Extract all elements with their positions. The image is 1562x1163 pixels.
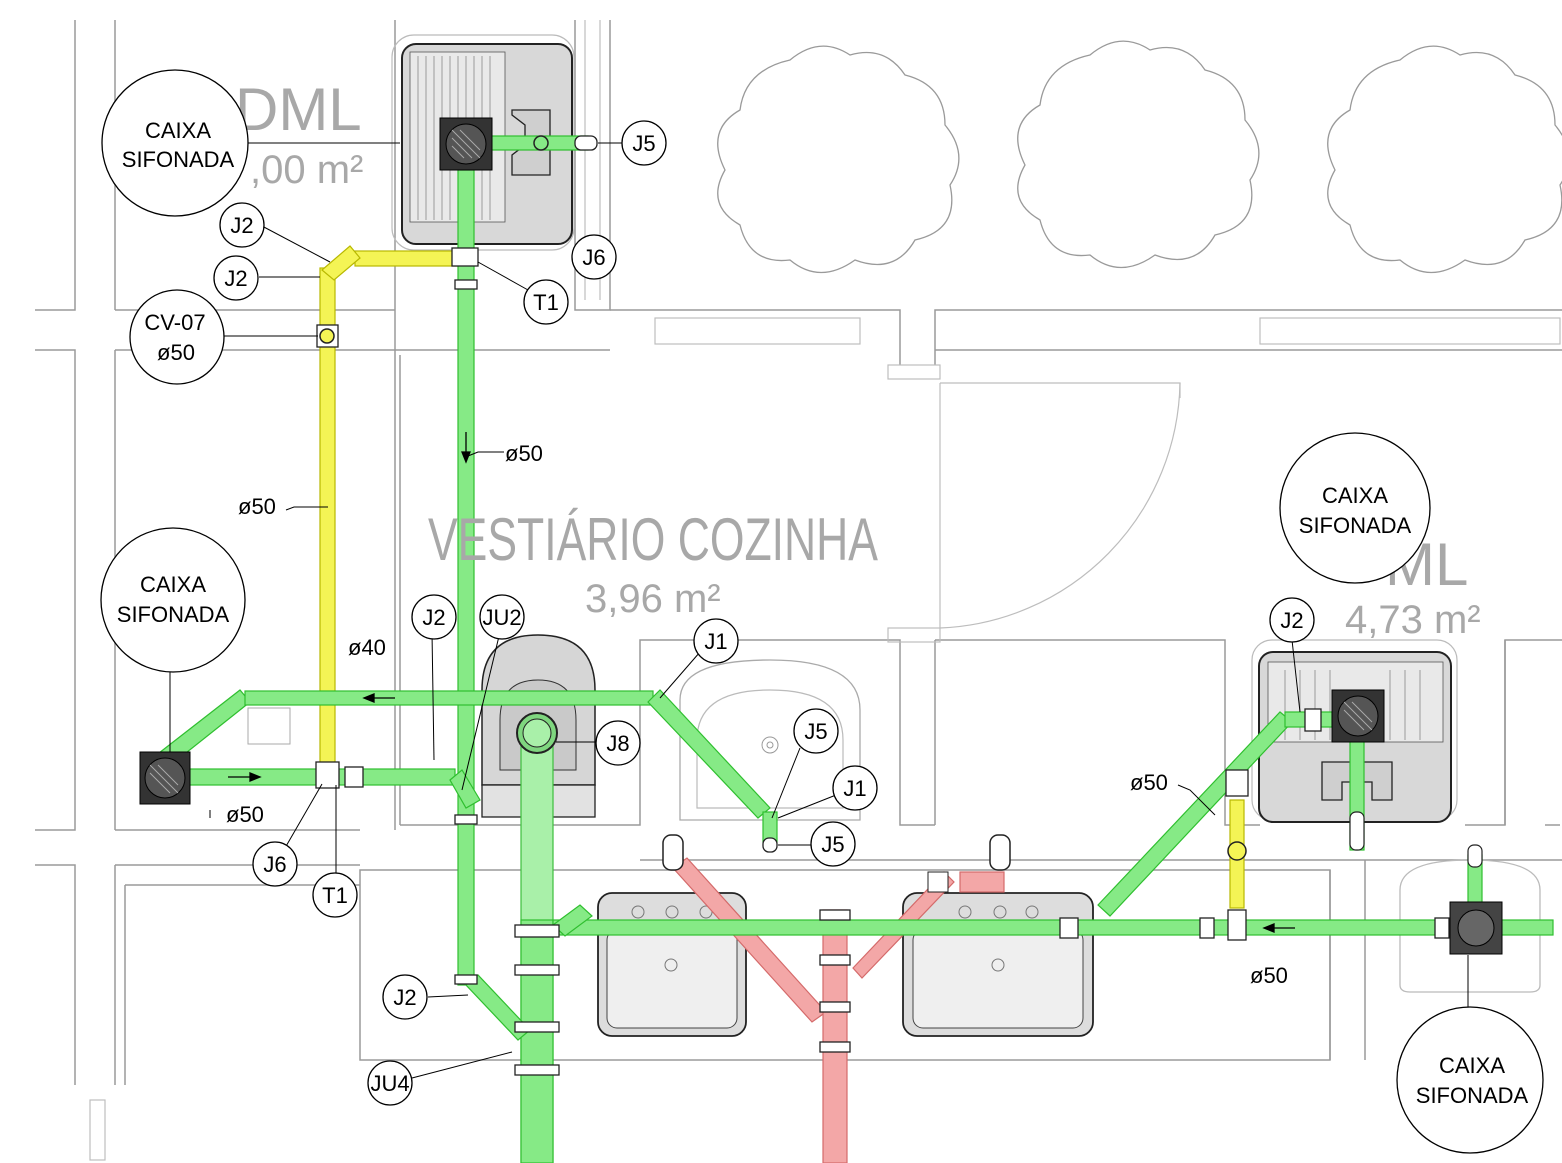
main-pipe xyxy=(457,169,475,986)
vent-pipe xyxy=(354,250,466,267)
bubble-j5-low: J5 xyxy=(810,821,856,867)
dim-right-diagonal: ø50 xyxy=(1130,770,1168,795)
svg-text:J1: J1 xyxy=(704,629,727,654)
floor-drain-icon xyxy=(1331,689,1385,743)
dim-right-horizontal: ø50 xyxy=(1250,963,1288,988)
bubble-j1-b: J1 xyxy=(832,765,878,811)
bubble-j2-right: J2 xyxy=(1269,597,1315,643)
bubble-j6-low: J6 xyxy=(252,841,298,887)
svg-text:T1: T1 xyxy=(322,883,348,908)
bubble-j2-low: J2 xyxy=(382,974,428,1020)
leader-lines xyxy=(169,142,1469,1079)
bubble-j2-mid: J2 xyxy=(411,594,457,640)
caixa-bubble-right-top: CAIXA SIFONADA xyxy=(1279,432,1431,584)
floor-drain-icon xyxy=(439,117,493,171)
tree-icon xyxy=(1017,40,1260,268)
room-name-vestiario: VESTIÁRIO COZINHA xyxy=(428,506,878,573)
room-area-dml-top: ,00 m² xyxy=(250,148,363,192)
dim-yellow-vertical: ø50 xyxy=(238,494,276,519)
svg-text:JU4: JU4 xyxy=(370,1071,409,1096)
tree-icon xyxy=(717,45,960,273)
svg-text:J2: J2 xyxy=(224,266,247,291)
svg-text:T1: T1 xyxy=(533,290,559,315)
svg-text:JU2: JU2 xyxy=(482,605,521,630)
svg-text:CV-07: CV-07 xyxy=(144,310,205,335)
room-name-dml-top: DML xyxy=(235,76,362,143)
caixa-bubble-top-left: CAIXA SIFONADA xyxy=(101,69,249,217)
svg-text:SIFONADA: SIFONADA xyxy=(117,602,230,627)
bubble-ju2: JU2 xyxy=(479,594,525,640)
svg-text:SIFONADA: SIFONADA xyxy=(1416,1083,1529,1108)
bubble-t1-low: T1 xyxy=(312,872,358,918)
bubble-j2-b: J2 xyxy=(213,255,259,301)
svg-text:CAIXA: CAIXA xyxy=(145,118,211,143)
svg-text:CAIXA: CAIXA xyxy=(140,572,206,597)
svg-text:J1: J1 xyxy=(843,776,866,801)
bubble-j8: J8 xyxy=(595,720,641,766)
room-area-dml-right: 4,73 m² xyxy=(1345,598,1481,642)
svg-text:J5: J5 xyxy=(632,131,655,156)
tree-icons xyxy=(717,40,1562,273)
pipes xyxy=(149,135,1554,1163)
dim-green-vertical: ø50 xyxy=(505,441,543,466)
svg-text:J5: J5 xyxy=(821,832,844,857)
flow-arrows xyxy=(228,432,1295,933)
tree-icon xyxy=(1327,45,1562,273)
svg-text:J2: J2 xyxy=(422,605,445,630)
bubble-j2-a: J2 xyxy=(219,202,265,248)
svg-text:SIFONADA: SIFONADA xyxy=(1299,513,1412,538)
svg-text:J6: J6 xyxy=(582,245,605,270)
svg-text:J6: J6 xyxy=(263,852,286,877)
dim-branch-low: ø50 xyxy=(226,802,264,827)
svg-text:ø50: ø50 xyxy=(157,340,195,365)
bubble-j1-a: J1 xyxy=(693,618,739,664)
bubble-ju4: JU4 xyxy=(367,1060,413,1106)
svg-text:J5: J5 xyxy=(804,719,827,744)
valve-bubble-cv07: CV-07 ø50 xyxy=(129,289,225,385)
bubble-j6-top: J6 xyxy=(571,234,617,280)
bubble-t1-top: T1 xyxy=(523,279,569,325)
svg-text:J8: J8 xyxy=(606,731,629,756)
wash-basin xyxy=(679,659,861,821)
red-pipe xyxy=(822,909,848,1163)
bubble-j5-mid: J5 xyxy=(793,708,839,754)
floor-drain-icon xyxy=(1449,901,1503,955)
svg-text:SIFONADA: SIFONADA xyxy=(122,147,235,172)
bubble-j5-top: J5 xyxy=(621,120,667,166)
svg-text:CAIXA: CAIXA xyxy=(1322,483,1388,508)
svg-text:CAIXA: CAIXA xyxy=(1439,1053,1505,1078)
caixa-bubble-right-bottom: CAIXA SIFONADA xyxy=(1396,1006,1544,1154)
svg-text:J2: J2 xyxy=(1280,608,1303,633)
svg-text:J2: J2 xyxy=(230,213,253,238)
svg-text:J2: J2 xyxy=(393,985,416,1010)
floor-drain-icon xyxy=(139,751,191,805)
caixa-bubble-mid-left: CAIXA SIFONADA xyxy=(100,527,246,673)
room-area-vestiario: 3,96 m² xyxy=(585,577,721,621)
fittings xyxy=(139,117,1503,1076)
dim-branch-top: ø40 xyxy=(348,635,386,660)
